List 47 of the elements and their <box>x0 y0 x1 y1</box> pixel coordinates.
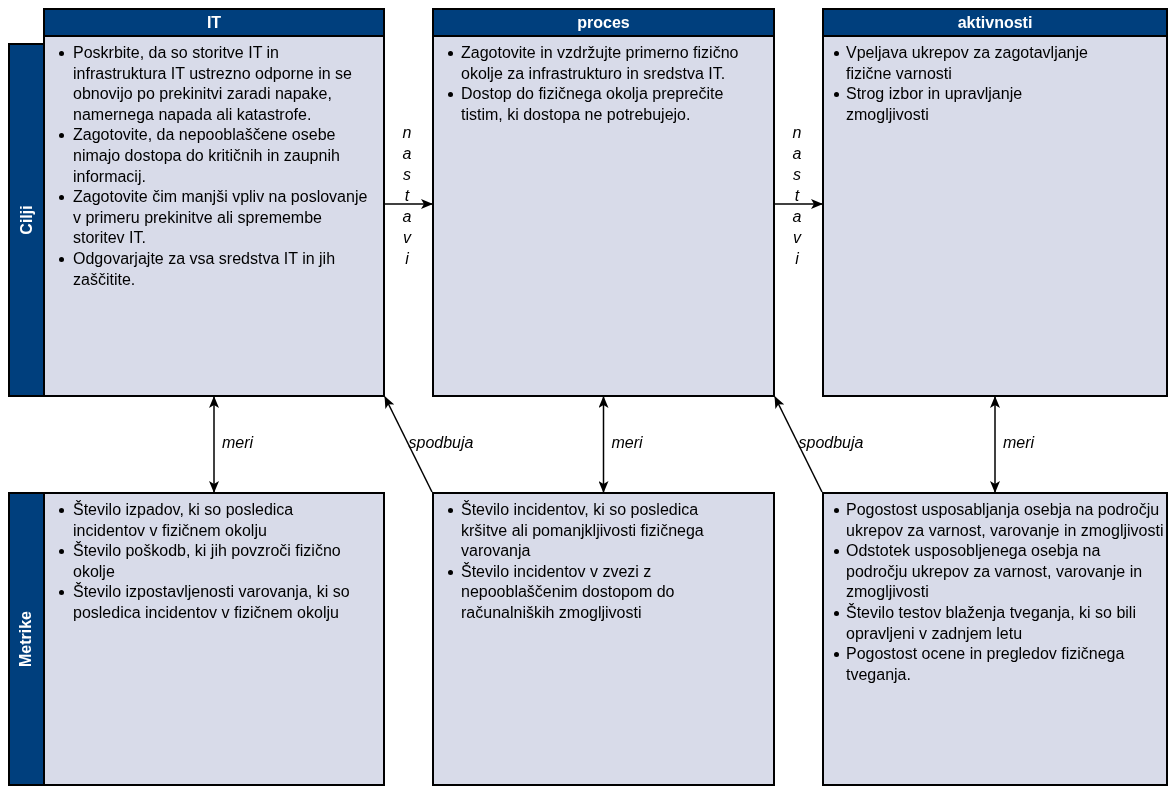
column-header <box>43 8 385 35</box>
arrow <box>774 396 823 493</box>
edge-label: spodbuja <box>408 433 474 452</box>
bullet-text: Zagotovite, da nepooblaščene osebe nimajo dostopa do kritičnih in zaupnih informacij. <box>73 125 341 187</box>
bullet-text: Število incidentov, ki so posledica kršitve ali pomanjkljivosti fizičnega varovanja <box>461 500 705 562</box>
column-title: proces <box>577 13 630 32</box>
bullet-text: Število izpadov, ki so posledica incidentov v fizičnem okolju <box>73 500 295 541</box>
edge-label: spodbuja <box>798 433 864 452</box>
column-title: IT <box>206 13 222 32</box>
edge-label: nastavi <box>792 123 807 269</box>
bullet-text: Poskrbite, da so storitve IT in infrastruktura IT ustrezno odporne in se obnovijo po prekinitvi zaradi napake, namernega napada ali katastrofe. <box>73 43 353 125</box>
content-panel <box>432 492 775 786</box>
column-header <box>822 8 1168 35</box>
row-header <box>8 492 43 786</box>
bullet-text: Število incidentov v zvezi z nepooblaščenim dostopom do računalniških zmogljivosti <box>461 561 676 623</box>
column-title: aktivnosti <box>957 13 1033 32</box>
bullet-text: Število testov blaženja tveganja, ki so bili opravljeni v zadnjem letu <box>846 602 1137 644</box>
bullet-text: Zagotovite čim manjši vpliv na poslovanje v primeru prekinitve ali spremembe storitev IT. <box>73 187 369 249</box>
content-panel <box>822 492 1168 786</box>
arrow <box>384 199 433 209</box>
row-title: Metrike <box>17 611 36 667</box>
bullet-text: Število poškodb, ki jih povzroči fizično okolje <box>73 541 342 582</box>
arrow <box>774 199 823 209</box>
arrow <box>209 396 219 493</box>
row-title: Cilji <box>17 205 36 235</box>
column-header <box>432 8 775 35</box>
bullet-text: Pogostost ocene in pregledov fizičnega tveganja. <box>846 644 1126 685</box>
edge-label: nastavi <box>402 123 417 269</box>
row-header <box>8 43 43 397</box>
edge-label: meri <box>1003 433 1035 452</box>
bullet-text: Število izpostavljenosti varovanja, ki so posledica incidentov v fizičnem okolju <box>73 582 351 623</box>
bullet-text: Dostop do fizičnega okolja preprečite tistim, ki dostopa ne potrebujejo. <box>461 84 725 125</box>
content-panel <box>822 35 1168 397</box>
edge-label: meri <box>611 433 643 452</box>
edge-label: meri <box>222 433 254 452</box>
bullet-text: Vpeljava ukrepov za zagotavljanje fizične varnosti <box>846 43 1089 84</box>
bullet-text: Strog izbor in upravljanje zmogljivosti <box>846 84 1024 125</box>
content-panel <box>432 35 775 397</box>
bullet-text: Odgovarjajte za vsa sredstva IT in jih zaščitite. <box>73 248 337 290</box>
bullet-text: Pogostost usposabljanja osebja na področju ukrepov za varnost, varovanje in zmogljivosti <box>846 500 1164 541</box>
content-panel <box>43 35 385 397</box>
arrow <box>598 396 609 493</box>
bullet-text: Odstotek usposobljenega osebja na področju ukrepov za varnost, varovanje in zmogljivosti <box>846 541 1144 603</box>
bullet-text: Zagotovite in vzdržujte primerno fizično okolje za infrastrukturo in sredstva IT. <box>461 43 740 84</box>
arrow <box>990 396 1000 493</box>
content-panel <box>43 492 385 786</box>
arrow <box>384 396 433 493</box>
